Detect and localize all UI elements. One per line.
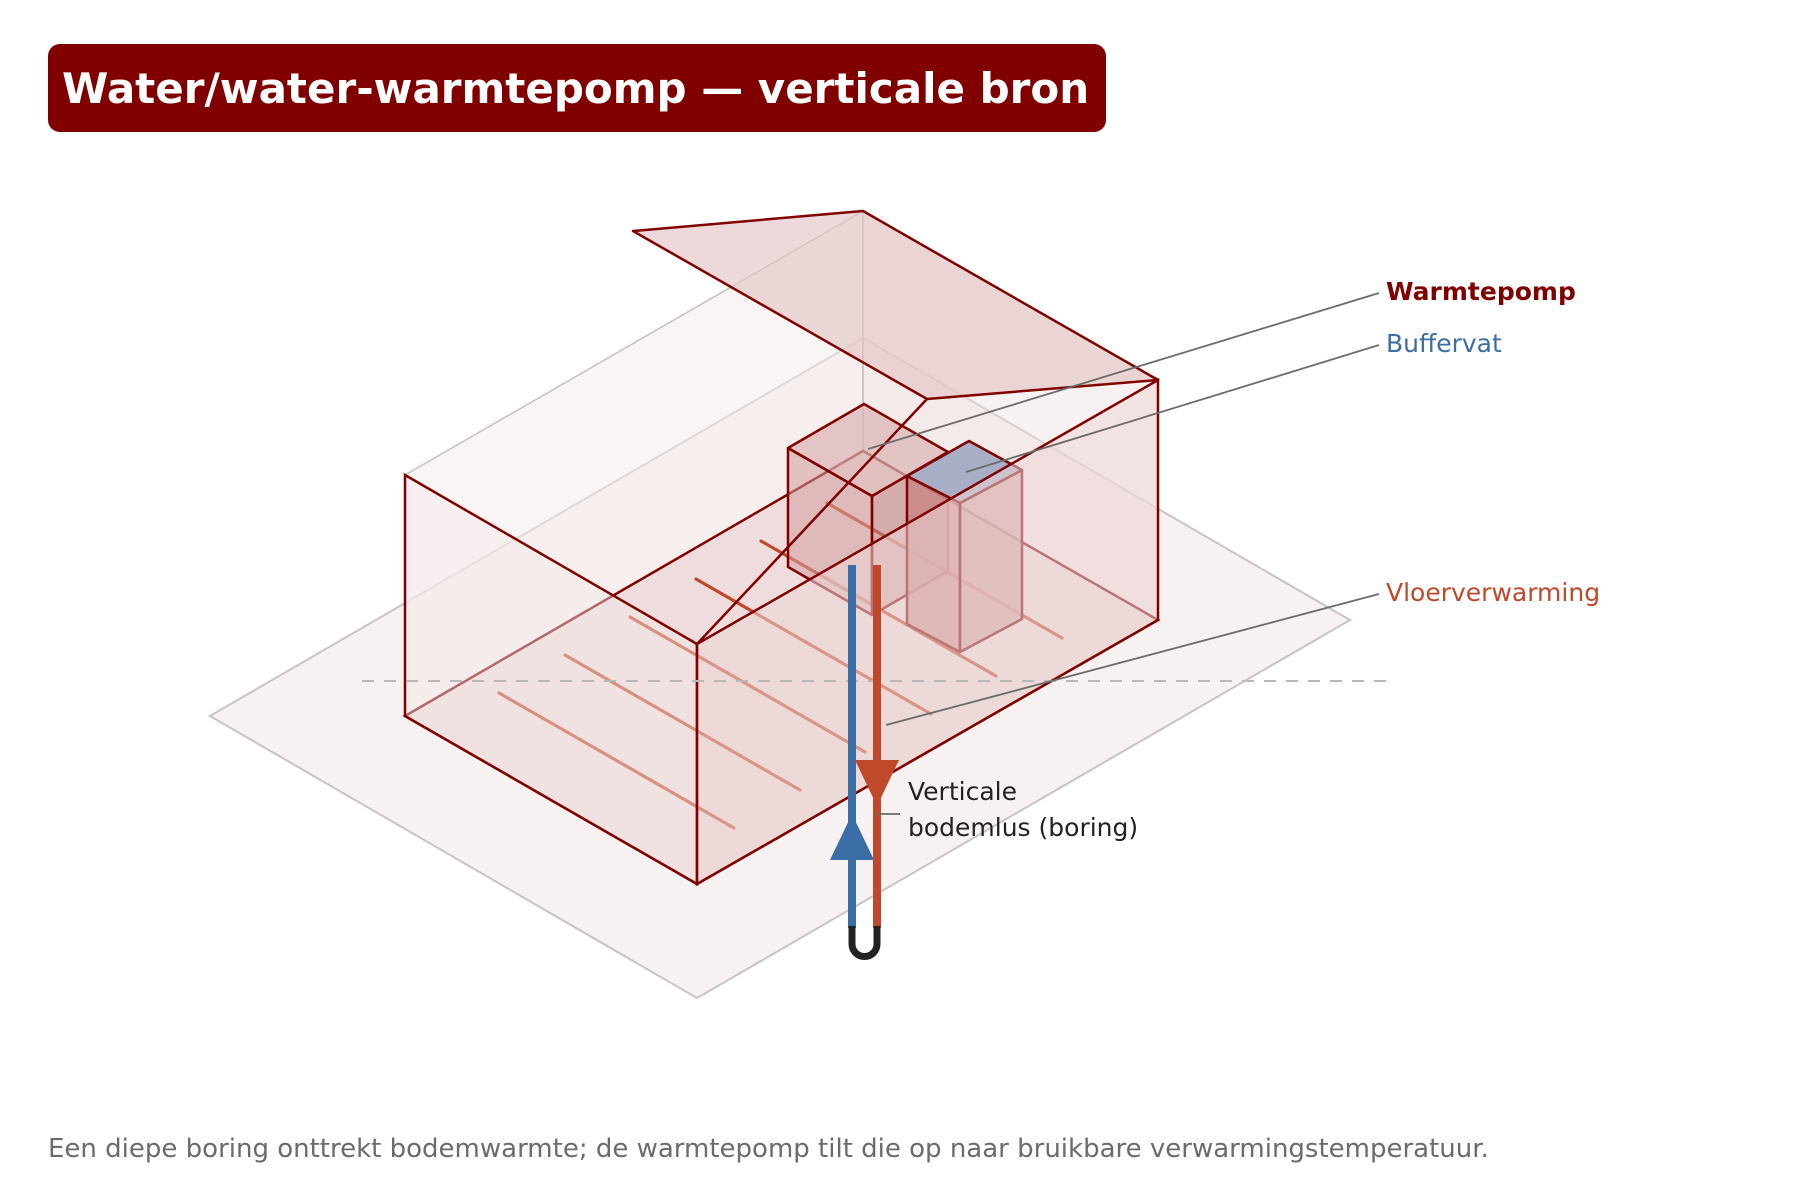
leader-buffervat	[965, 344, 1380, 473]
roof-edge	[696, 398, 928, 645]
label-bodemlus-line1: Verticale	[908, 777, 1017, 806]
leader-vloerverwarming	[885, 593, 1380, 726]
caption: Een diepe boring onttrekt bodemwarmte; d…	[48, 1134, 1489, 1164]
label-vloerverwarming: Vloerverwarming	[1386, 578, 1600, 607]
roof	[631, 209, 1160, 401]
loop-bottom-bend	[848, 926, 881, 960]
label-buffervat: Buffervat	[1386, 329, 1502, 358]
front-wall-right	[695, 377, 1160, 887]
leader-warmtepomp	[867, 292, 1380, 450]
label-warmtepomp: Warmtepomp	[1386, 277, 1576, 306]
vertical-ground-loop	[830, 565, 899, 960]
page-title: Water/water-warmtepomp — verticale bron	[62, 63, 1090, 113]
flow-up-arrow-icon	[830, 814, 874, 860]
label-bodemlus-line2: bodemlus (boring)	[908, 813, 1138, 842]
title-banner: Water/water-warmtepomp — verticale bron	[48, 44, 1106, 132]
flow-down-arrow-icon	[855, 760, 899, 806]
leader-lines	[867, 292, 1380, 815]
floor-heating-pipe	[497, 691, 736, 830]
